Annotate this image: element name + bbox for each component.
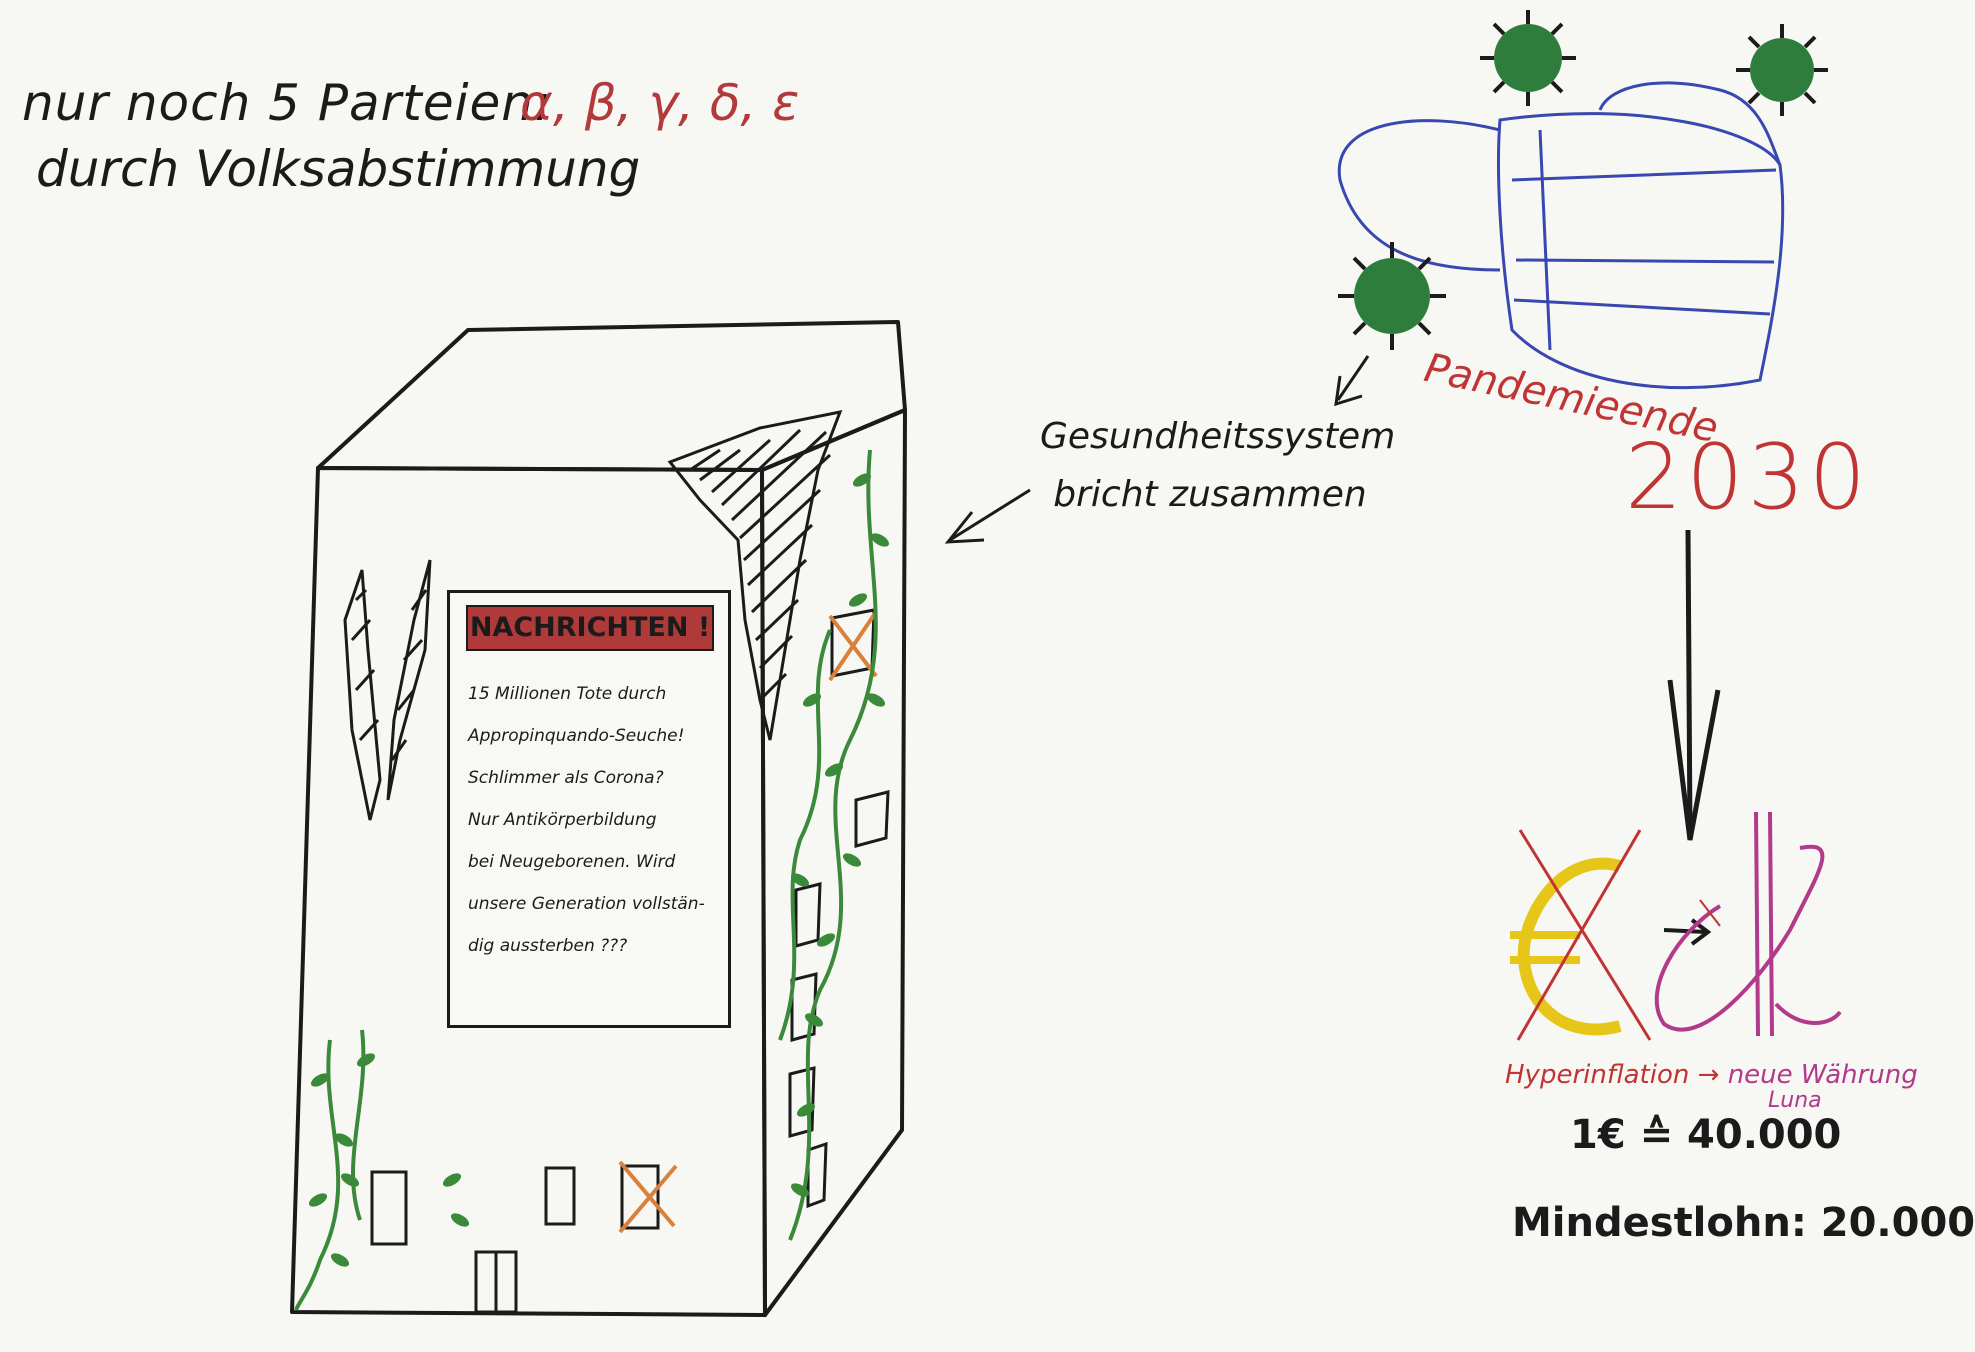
window [790,972,818,1042]
virus-icon-2 [1736,24,1828,116]
arrow-to-building [944,488,1031,544]
face-mask [1337,81,1785,390]
drawing-canvas [290,10,1842,1317]
news-line: Appropinquando-Seuche! [468,726,685,746]
virus-icon-3 [1338,242,1446,350]
news-line: 15 Millionen Tote durch [468,684,667,704]
euro-icon [1510,857,1622,1036]
news-line: bei Neugeborenen. Wird [468,852,676,872]
news-line: Nur Antikörperbildung [468,810,657,830]
damaged-corner [667,409,843,741]
header-line-2: durch Volksabstimmung [36,140,641,198]
window [620,1164,660,1230]
news-line: Schlimmer als Corona? [468,768,664,788]
currency-name: Luna [1768,1088,1822,1113]
window [544,1166,576,1226]
inflation-note: Hyperinflation → neue Währung [1505,1060,1918,1090]
window [806,1141,828,1209]
news-title: NACHRICHTEN ! [466,605,714,651]
news-line: unsere Generation vollstän- [468,894,705,914]
health-line-1: Gesundheitssystem [1040,416,1396,457]
inflation-arrow: → [1697,1060,1720,1090]
news-line: dig aussterben ??? [468,936,628,956]
pandemic-end-year: 2030 [1625,425,1871,530]
window [854,790,890,848]
news-body: 15 Millionen Tote durch Appropinquando-S… [468,673,720,967]
arrow-to-health [1334,355,1370,407]
party-list: α, β, γ, δ, ε [520,74,800,132]
new-currency-label: neue Währung [1727,1060,1918,1090]
virus-icon-1 [1480,10,1576,106]
building-side [760,408,907,1317]
front-windows [370,1164,660,1314]
health-line-2: bricht zusammen [1053,474,1367,515]
minimum-wage: Mindestlohn: 20.000 [1512,1200,1975,1246]
luna-currency-icon [1654,811,1842,1037]
euro-cross [1516,829,1652,1041]
window [794,882,822,948]
vine-leaves [308,473,890,1267]
wall-cracks [343,559,432,821]
broken-window-front [618,1160,678,1234]
window [370,1170,408,1246]
header-line-1: nur noch 5 Parteien: [22,74,552,132]
broken-window-side [828,610,878,682]
luna-cross [1699,899,1721,927]
hyperinflation-label: Hyperinflation [1505,1060,1690,1090]
vines [294,449,878,1311]
news-poster: NACHRICHTEN ! 15 Millionen Tote durch Ap… [447,590,731,1028]
arrow-to-currency [1667,529,1721,841]
exchange-rate: 1€ ≙ 40.000 [1570,1112,1842,1158]
currency-arrow [1663,918,1712,946]
health-system-note: Gesundheitssystem bricht zusammen [1040,408,1396,524]
building [290,320,907,1317]
